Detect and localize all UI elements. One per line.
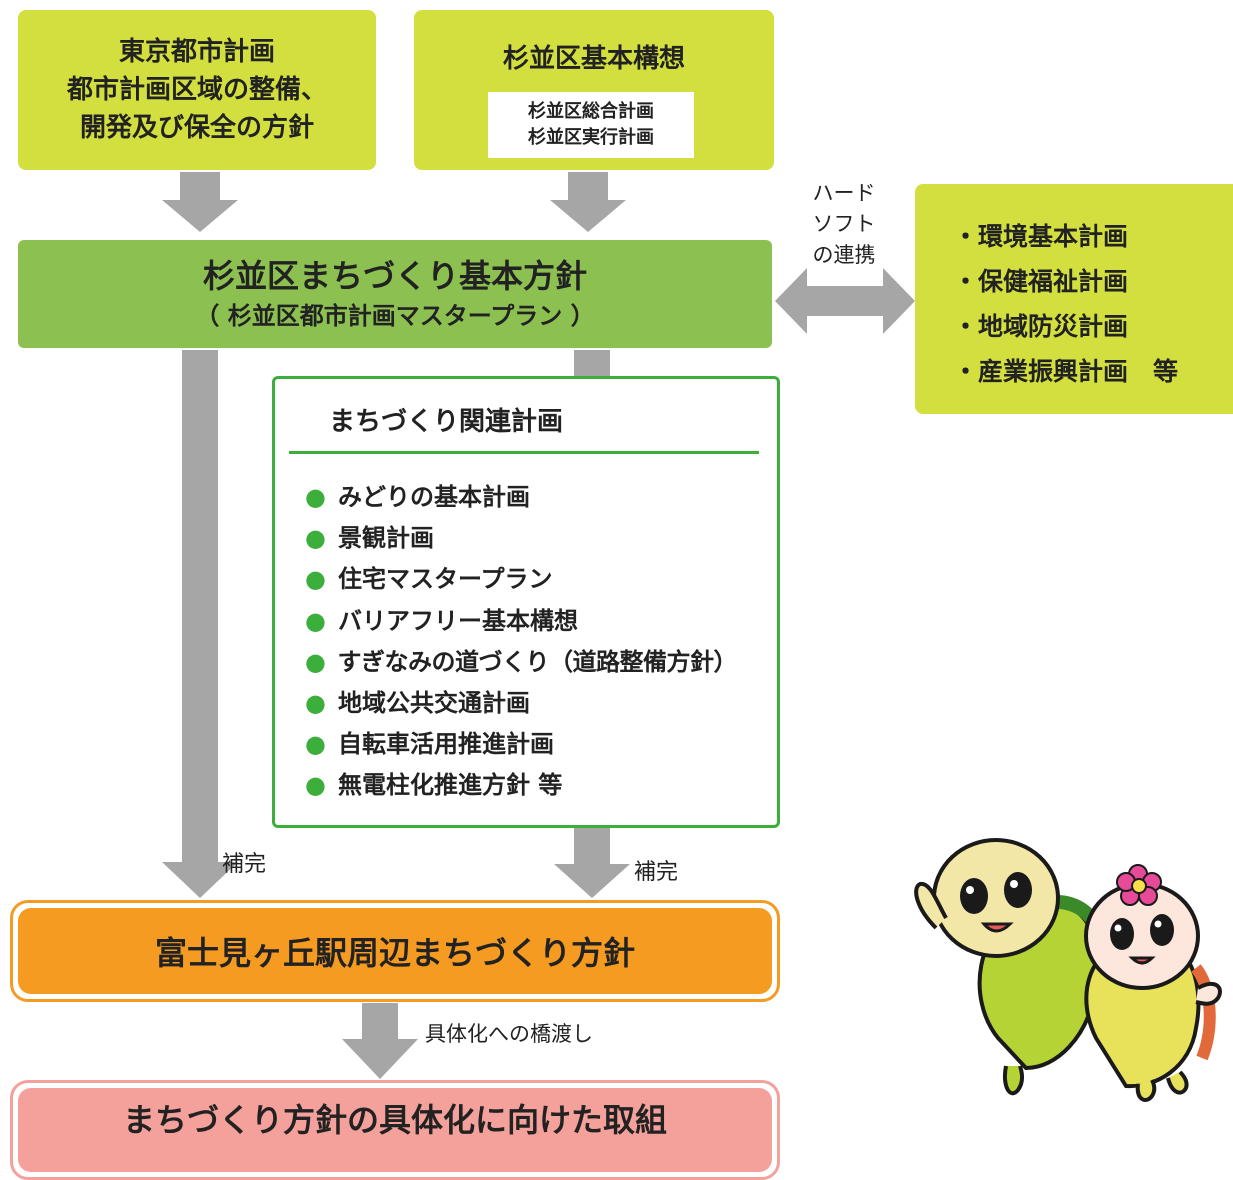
implementation-title: まちづくり方針の具体化に向けた取組 [122,1101,667,1139]
related-field-item: ・環境基本計画 [953,222,1129,251]
related-field-item: ・地域防災計画 [953,312,1129,341]
tokyo-plan-line-3: 開発及び保全の方針 [79,113,314,143]
related-plans-divider [289,451,759,454]
list-item: ● すぎなみの道づくり（道路整備方針） [305,642,737,683]
bridge-label: 具体化への橋渡し [425,1022,593,1046]
list-item-label: バリアフリー基本構想 [337,606,578,635]
arrow-mid-upper [574,350,610,380]
bullet-icon: ● [305,771,326,800]
list-item-label: 景観計画 [337,524,434,553]
basic-concept-box: 杉並区基本構想 杉並区総合計画 杉並区実行計画 [414,10,774,170]
mascot-left [914,838,1112,1096]
station-plan-title: 富士見ヶ丘駅周辺まちづくり方針 [154,934,635,972]
bullet-icon: ● [305,730,326,759]
list-item-label: 住宅マスタープラン [337,565,553,594]
list-item: ● 住宅マスタープラン [305,559,737,600]
basic-concept-title: 杉並区基本構想 [502,44,685,74]
mascot-right [1084,864,1222,1102]
list-item: ● バリアフリー基本構想 [305,601,737,642]
list-item-label: 地域公共交通計画 [337,689,530,718]
list-item: ● 地域公共交通計画 [305,683,737,724]
implementation-box: まちづくり方針の具体化に向けた取組 [18,1088,772,1172]
mascot-illustration [914,838,1222,1102]
station-plan-box: 富士見ヶ丘駅周辺まちづくり方針 [18,908,772,994]
link-label: ハード ソフト の連携 [798,178,890,271]
basic-concept-sub-1: 杉並区総合計画 [528,101,654,122]
link-label-2: ソフト [812,212,876,236]
master-plan-title: 杉並区まちづくり基本方針 [202,257,587,295]
bullet-icon: ● [305,606,326,635]
arrow-mid-lower [554,828,630,898]
related-fields-box: ・環境基本計画 ・保健福祉計画 ・地域防災計画 ・産業振興計画 等 [915,184,1233,414]
master-plan-box: 杉並区まちづくり基本方針 （ 杉並区都市計画マスタープラン ） [18,240,772,348]
implementation-frame: まちづくり方針の具体化に向けた取組 [10,1080,780,1180]
list-item: ● みどりの基本計画 [305,477,737,518]
related-plans-list: ● みどりの基本計画 ● 景観計画 ● 住宅マスタープラン ● バリアフリー基本構想 ●… [305,477,737,807]
link-label-3: の連携 [812,243,876,267]
arrow-left-top [162,172,238,232]
related-plans-title: まちづくり関連計画 [329,407,564,437]
tokyo-plan-box: 東京都市計画 都市計画区域の整備、 開発及び保全の方針 [18,10,376,170]
list-item-label: 無電柱化推進方針 等 [337,771,563,800]
link-label-1: ハード [812,181,876,205]
bullet-icon: ● [305,565,326,594]
station-plan-frame: 富士見ヶ丘駅周辺まちづくり方針 [10,900,780,1002]
list-item-label: すぎなみの道づくり（道路整備方針） [337,647,737,676]
basic-concept-sub-box: 杉並区総合計画 杉並区実行計画 [488,92,694,158]
flower-icon [1116,864,1162,906]
list-item: ● 景観計画 [305,518,737,559]
bullet-icon: ● [305,524,326,553]
tokyo-plan-line-2: 都市計画区域の整備、 [66,75,327,105]
list-item: ● 自転車活用推進計画 [305,724,737,765]
related-field-item: ・保健福祉計画 [953,267,1129,296]
bullet-icon: ● [305,689,326,718]
tokyo-plan-line-1: 東京都市計画 [118,37,275,67]
bullet-icon: ● [305,483,326,511]
arrow-bridge [342,1003,418,1079]
related-field-item: ・産業振興計画 等 [953,357,1179,386]
arrow-link-double [775,268,915,334]
list-item: ● 無電柱化推進方針 等 [305,765,737,806]
arrow-left-long [162,350,238,898]
list-item-label: みどりの基本計画 [337,483,530,511]
basic-concept-sub-2: 杉並区実行計画 [528,127,654,148]
arrow-mid-top [550,172,626,232]
master-plan-subtitle: （ 杉並区都市計画マスタープラン ） [195,302,595,330]
related-plans-box: まちづくり関連計画 ● みどりの基本計画 ● 景観計画 ● 住宅マスタープラン ● バリ… [272,376,780,828]
list-item-label: 自転車活用推進計画 [337,730,554,759]
supplement-label-right: 補完 [634,860,679,885]
bullet-icon: ● [305,647,326,676]
supplement-label-left: 補完 [222,852,267,877]
